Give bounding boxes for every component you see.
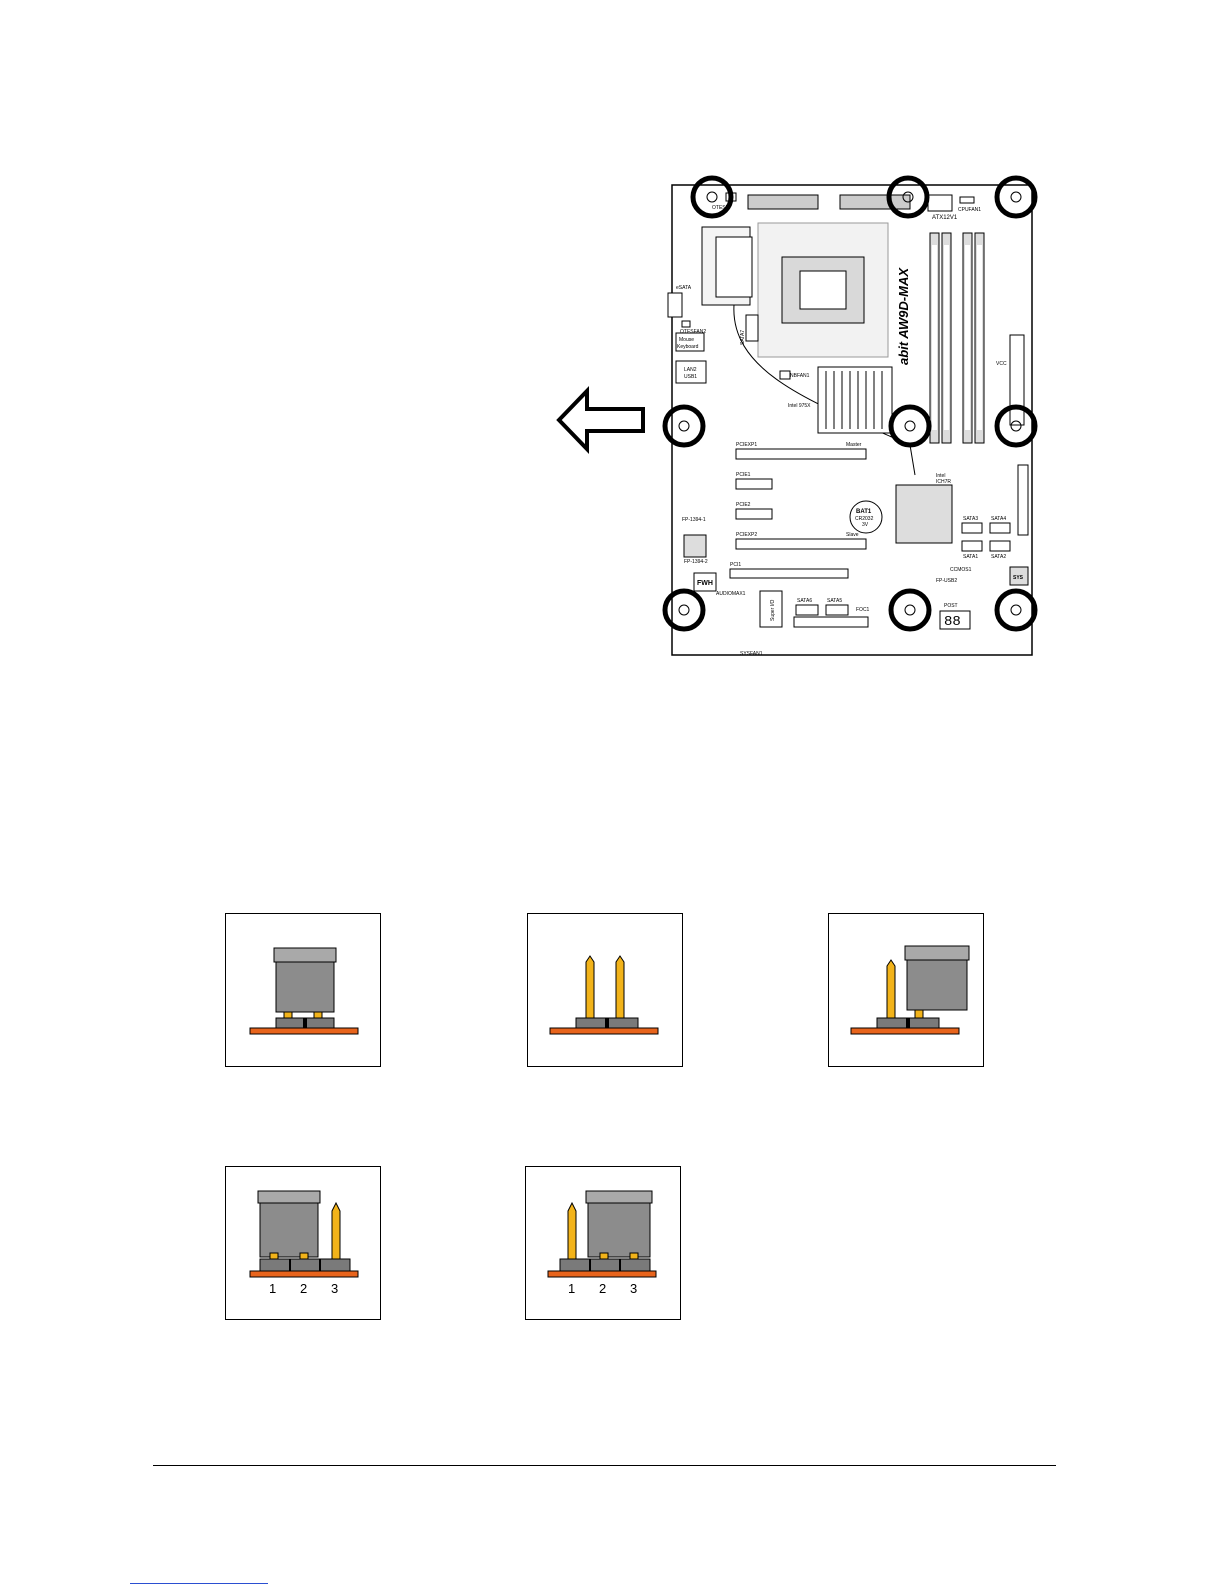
3v-label: 3V	[862, 522, 869, 528]
sata6-label: SATA6	[797, 598, 812, 604]
sata1-label: SATA1	[963, 554, 978, 560]
vcc-label: VCC	[996, 361, 1007, 367]
otesfan2-label: OTESFAN2	[680, 329, 706, 335]
bat1-label: BAT1	[856, 509, 872, 515]
jumper-short-diagram	[225, 913, 381, 1067]
pin-3-label: 3	[630, 1281, 637, 1296]
fp1394-2-label: FP-1394-2	[684, 559, 708, 565]
ccmos1-label: CCMOS1	[950, 567, 972, 573]
jumper-parked-diagram	[828, 913, 984, 1067]
ich7r-label: ICH7R	[936, 479, 951, 485]
superio-label: Super I/O	[770, 599, 776, 621]
jumper-3pin-2-3-diagram: 1 2 3	[525, 1166, 681, 1320]
board-model-label: abit AW9D-MAX	[896, 267, 911, 365]
pin-2-label: 2	[300, 1281, 307, 1296]
sys-chip-label: SYS	[1013, 575, 1024, 581]
atx12v-label: ATX12V1	[932, 215, 958, 221]
post-digits: 88	[944, 614, 961, 630]
slave-label: Slave	[846, 532, 859, 538]
post-label: POST	[944, 603, 958, 609]
fp1394-1-label: FP-1394-1	[682, 517, 706, 523]
sysfan1-label: SYSFAN1	[740, 651, 763, 657]
motherboard-layout-figure: ATX12V1 CPUFAN1 OTESF Intel 975X NBFAN1 …	[662, 175, 1038, 657]
pciexp2-label: PCIEXP2	[736, 532, 757, 538]
sata7-label: SATA7	[740, 330, 746, 345]
sata2-label: SATA2	[991, 554, 1006, 560]
audio-label: AUDIOMAX1	[716, 591, 746, 597]
otesf-label: OTESF	[712, 205, 729, 211]
pin-3-label: 3	[331, 1281, 338, 1296]
sata4-label: SATA4	[991, 516, 1006, 522]
mounting-hole-circles	[662, 175, 1038, 632]
left-arrow-icon	[556, 386, 645, 454]
pciexp1-label: PCIEXP1	[736, 442, 757, 448]
pin-1-label: 1	[568, 1281, 575, 1296]
fpusb2-label: FP-USB2	[936, 578, 957, 584]
cr2032-label: CR2032	[855, 516, 874, 522]
master-label: Master	[846, 442, 862, 448]
usb1-label: USB1	[684, 374, 697, 380]
pci1-label: PCI1	[730, 562, 741, 568]
lan2-label: LAN2	[684, 367, 697, 373]
jumper-3pin-1-2-diagram: 1 2 3	[225, 1166, 381, 1320]
pin-1-label: 1	[269, 1281, 276, 1296]
footer-link-underline[interactable]	[130, 1583, 268, 1584]
pin-2-label: 2	[599, 1281, 606, 1296]
sata3-label: SATA3	[963, 516, 978, 522]
intel975x-label: Intel 975X	[788, 403, 811, 409]
fwh-label: FWH	[697, 580, 713, 587]
pcie1-label: PCIE1	[736, 472, 751, 478]
nbfan-label: NBFAN1	[790, 373, 810, 379]
foc1-label: FOC1	[856, 607, 870, 613]
pcie2-label: PCIE2	[736, 502, 751, 508]
esata-label: eSATA	[676, 285, 692, 291]
jumper-open-diagram	[527, 913, 683, 1067]
mouse-label: Mouse	[679, 337, 694, 343]
footer-rule	[153, 1465, 1056, 1466]
keyboard-label: Keyboard	[677, 344, 699, 350]
intel-label: Intel	[936, 473, 945, 479]
sata5-label: SATA5	[827, 598, 842, 604]
cpufan-label: CPUFAN1	[958, 207, 981, 213]
